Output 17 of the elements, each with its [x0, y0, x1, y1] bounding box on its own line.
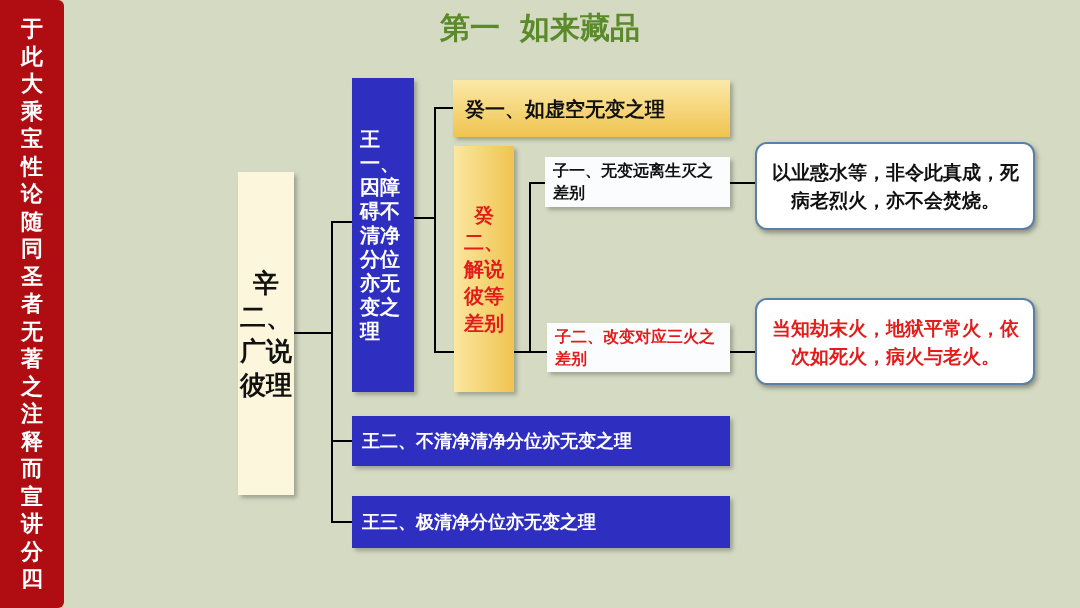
side-banner: 于此大乘宝性论随同圣者无著之注释而宣讲分四: [0, 0, 64, 608]
topic-box: 子一、无变远离生灭之差别: [545, 157, 730, 207]
topic-box: 癸二、解说彼等差别: [454, 146, 514, 392]
connector-line: [729, 182, 756, 184]
topic-box: 子二、改变对应三火之差别: [547, 323, 730, 372]
verse-box: 以业惑水等，非令此真成，死病老烈火，亦不会焚烧。: [755, 142, 1035, 230]
topic-box: 辛二、广说彼理: [238, 172, 294, 495]
topic-box: 王二、不清净清净分位亦无变之理: [352, 416, 730, 466]
connector-line: [513, 351, 548, 353]
topic-box: 王一、因障碍不清净分位亦无变之理: [352, 78, 414, 392]
topic-box: 王三、极清净分位亦无变之理: [352, 496, 730, 548]
connector-line: [729, 351, 756, 353]
topic-box: 癸一、如虚空无变之理: [453, 80, 730, 137]
verse-box: 当知劫末火，地狱平常火，依次如死火，病火与老火。: [755, 298, 1035, 385]
connector-line: [413, 217, 455, 353]
connector-line: [293, 332, 353, 523]
title: 第一 如来藏品: [438, 9, 642, 47]
